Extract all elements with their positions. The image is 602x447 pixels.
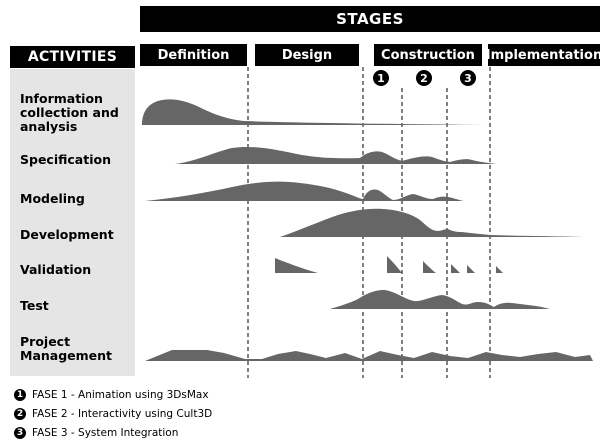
phase-marker-1: 1 (373, 70, 389, 86)
activity-label-test: Test (20, 298, 49, 313)
phase-marker-3: 3 (460, 70, 476, 86)
activity-label-project-management: Project Management (20, 334, 113, 363)
wave-test (330, 290, 550, 309)
stage-header-definition: Definition (140, 44, 247, 66)
activity-label-development: Development (20, 227, 114, 242)
activity-label-information: Information collection and analysis (20, 91, 119, 134)
wave-modeling (145, 181, 464, 201)
wave-specification (175, 146, 497, 164)
stage-header-implementation: Implementation (486, 44, 602, 66)
wave-information (142, 99, 484, 125)
legend-number: 2 (14, 408, 26, 420)
activities-title: ACTIVITIES (10, 46, 135, 68)
activity-label-modeling: Modeling (20, 191, 85, 206)
legend-item-1: 1 FASE 1 - Animation using 3DsMax (14, 388, 209, 402)
legend-item-3: 3 FASE 3 - System Integration (14, 426, 178, 440)
stage-header-construction: Construction (374, 44, 482, 66)
stage-header-design: Design (255, 44, 359, 66)
legend-text: FASE 2 - Interactivity using Cult3D (32, 408, 213, 420)
legend-text: FASE 1 - Animation using 3DsMax (32, 389, 209, 401)
stages-title: STAGES (140, 6, 600, 32)
legend-number: 3 (14, 427, 26, 439)
activity-label-specification: Specification (20, 152, 111, 167)
wave-validation (275, 256, 503, 273)
activities-panel (10, 69, 135, 376)
legend-text: FASE 3 - System Integration (32, 427, 179, 439)
legend-item-2: 2 FASE 2 - Interactivity using Cult3D (14, 407, 212, 421)
legend-number: 1 (14, 389, 26, 401)
wave-project-management (145, 350, 593, 361)
wave-development (280, 208, 585, 237)
activity-label-validation: Validation (20, 262, 92, 277)
phase-marker-2: 2 (416, 70, 432, 86)
